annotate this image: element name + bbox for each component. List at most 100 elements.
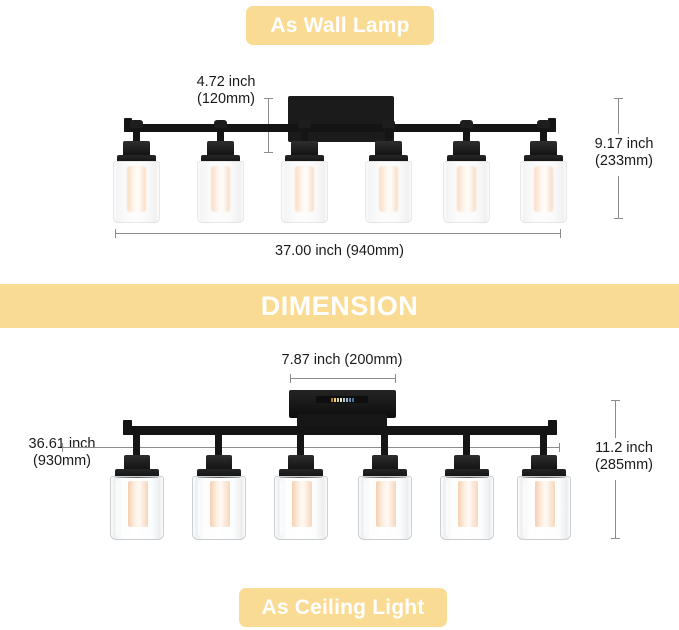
ceiling-glint-1 — [116, 481, 120, 535]
ceiling-shade-6 — [517, 476, 571, 540]
dimension-banner: DIMENSION — [0, 284, 679, 328]
ceiling-shade-cap-4 — [363, 469, 407, 478]
wall-height-line-lower — [618, 176, 619, 218]
wall-bar-right-end — [548, 118, 556, 132]
wall-stem-5 — [463, 128, 470, 146]
ceiling-width-dimension: 36.61 inch (930mm) — [6, 436, 118, 470]
wall-shade-cap-4 — [369, 155, 408, 163]
wall-stem-2 — [217, 128, 224, 146]
wall-height-cap-top — [614, 98, 623, 99]
ceiling-socket-3 — [288, 455, 314, 472]
ceiling-height-line-upper — [615, 400, 616, 438]
ceiling-height-cap-bottom — [611, 538, 620, 539]
ceiling-socket-1 — [124, 455, 150, 472]
ceiling-stem-6 — [540, 433, 547, 461]
wall-height-inch: 9.17 inch — [594, 136, 654, 152]
terminal-contact — [330, 397, 333, 402]
ceiling-bulb-5 — [458, 481, 478, 527]
ceiling-canopy-base — [297, 414, 387, 428]
ceiling-canopy-dimension: 7.87 inch (200mm) — [252, 352, 432, 369]
ceiling-width-line — [62, 447, 560, 448]
wall-height-cap-bottom — [614, 218, 623, 219]
terminal-contact — [351, 397, 354, 402]
wall-bulb-1 — [127, 166, 146, 212]
wall-depth-cap-top — [264, 98, 273, 99]
wall-width-line — [115, 233, 561, 234]
ceiling-shade-cap-1 — [115, 469, 159, 478]
ceiling-shade-cap-3 — [279, 469, 323, 478]
as-ceiling-light-label: As Ceiling Light — [239, 588, 447, 627]
ceiling-width-mm: (930mm) — [32, 453, 91, 469]
wall-width-cap-left — [115, 229, 116, 238]
wall-shade-3 — [281, 161, 328, 223]
wall-bulb-4 — [379, 166, 398, 212]
wall-joint-2 — [214, 120, 227, 129]
terminal-contact — [348, 397, 351, 402]
wall-shade-cap-2 — [201, 155, 240, 163]
ceiling-shade-2 — [192, 476, 246, 540]
ceiling-shade-1 — [110, 476, 164, 540]
ceiling-height-line-lower — [615, 480, 616, 538]
ceiling-canopy-cap-right — [395, 374, 396, 383]
wall-shade-cap-6 — [524, 155, 563, 163]
wall-stem-1 — [133, 128, 140, 146]
wall-shade-cap-5 — [447, 155, 486, 163]
terminal-contact — [342, 397, 345, 402]
wall-socket-4 — [375, 141, 402, 158]
wall-depth-cap-bottom — [264, 152, 273, 153]
ceiling-stem-2 — [215, 433, 222, 461]
ceiling-width-cap-left — [62, 443, 63, 452]
wall-socket-6 — [530, 141, 557, 158]
ceiling-bar-left-end — [123, 420, 132, 435]
wall-joint-4 — [382, 120, 395, 129]
wall-lamp-fixture — [0, 0, 679, 260]
ceiling-bulb-3 — [292, 481, 312, 527]
ceiling-stem-3 — [297, 433, 304, 461]
wall-shade-6 — [520, 161, 567, 223]
wall-depth-dimension: 4.72 inch (120mm) — [168, 74, 284, 108]
wall-bar-left-end — [124, 118, 132, 132]
wall-cross-bar — [124, 124, 556, 132]
terminal-contact — [339, 397, 342, 402]
ceiling-bulb-4 — [376, 481, 396, 527]
wall-shade-5 — [443, 161, 490, 223]
wall-width-dimension: 37.00 inch (940mm) — [227, 243, 452, 260]
wall-bulb-2 — [211, 166, 230, 212]
ceiling-canopy-line — [290, 378, 396, 379]
ceiling-socket-4 — [372, 455, 398, 472]
ceiling-bulb-2 — [210, 481, 230, 527]
wall-width-text: 37.00 inch (940mm) — [275, 243, 404, 259]
ceiling-glint-5 — [446, 481, 450, 535]
wall-shade-cap-1 — [117, 155, 156, 163]
wall-shade-4 — [365, 161, 412, 223]
wall-joint-1 — [130, 120, 143, 129]
wall-bulb-3 — [295, 166, 314, 212]
wall-socket-2 — [207, 141, 234, 158]
dimension-banner-text: DIMENSION — [260, 290, 419, 321]
ceiling-bar-right-end — [548, 420, 557, 435]
ceiling-canopy-plate — [289, 390, 396, 418]
wall-depth-mm: (120mm) — [196, 91, 255, 107]
wall-shade-2 — [197, 161, 244, 223]
wall-joint-6 — [537, 120, 550, 129]
ceiling-width-inch: 36.61 inch — [28, 436, 96, 452]
ceiling-canopy-text: 7.87 inch (200mm) — [281, 352, 403, 368]
wall-shade-cap-3 — [285, 155, 324, 163]
ceiling-socket-6 — [531, 455, 557, 472]
ceiling-height-cap-top — [611, 400, 620, 401]
ceiling-shade-cap-5 — [445, 469, 489, 478]
ceiling-canopy-cap-left — [290, 374, 291, 383]
ceiling-stem-5 — [463, 433, 470, 461]
wall-socket-5 — [453, 141, 480, 158]
wall-width-cap-right — [560, 229, 561, 238]
ceiling-socket-5 — [454, 455, 480, 472]
ceiling-glint-3 — [280, 481, 284, 535]
ceiling-socket-2 — [206, 455, 232, 472]
wall-joint-5 — [460, 120, 473, 129]
wall-stem-4 — [385, 128, 392, 146]
terminal-contact — [336, 397, 339, 402]
ceiling-bulb-1 — [128, 481, 148, 527]
ceiling-height-inch: 11.2 inch — [595, 440, 653, 456]
